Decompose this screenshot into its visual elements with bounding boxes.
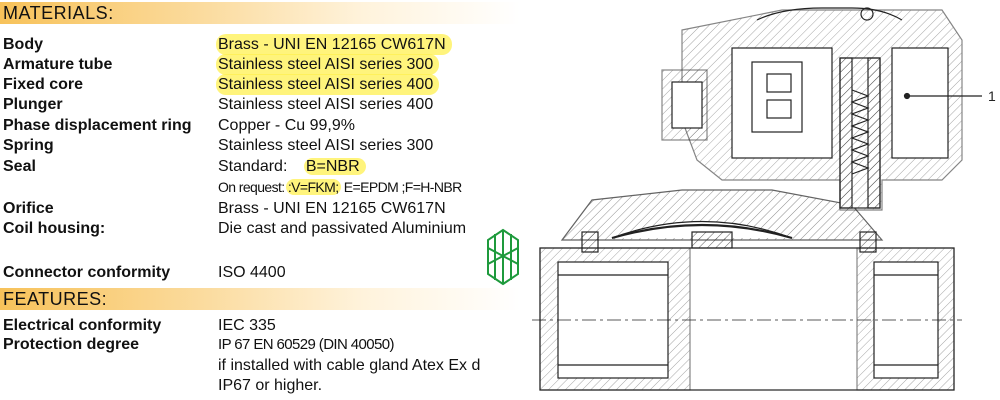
protection-label: Protection degree: [3, 336, 140, 353]
material-label: Body: [3, 36, 43, 53]
material-label: Seal: [3, 158, 36, 175]
materials-heading: MATERIALS:: [3, 3, 114, 23]
material-label: Armature tube: [3, 56, 113, 73]
materials-header-band: MATERIALS:: [0, 2, 520, 24]
material-value: Stainless steel AISI series 300: [218, 137, 434, 154]
material-label: Coil housing:: [3, 220, 106, 237]
connector-label: Connector conformity: [3, 264, 171, 281]
features-header-band: FEATURES:: [0, 288, 520, 310]
material-label: Plunger: [3, 96, 63, 113]
brand-logo: [487, 228, 519, 286]
material-value: Stainless steel AISI series 400: [218, 96, 434, 113]
material-value: Stainless steel AISI series 300: [216, 54, 440, 75]
material-label: Phase displacement ring: [3, 117, 192, 134]
seal-on-request: On request: :V=FKM; E=EPDM ;F=H-NBR: [218, 177, 462, 198]
seal-request-highlight: :V=FKM;: [285, 179, 341, 195]
seal-standard-prefix: Standard:: [218, 158, 288, 175]
protection-line: IP67 or higher.: [218, 377, 323, 394]
seal-request-prefix: On request:: [218, 179, 285, 195]
seal-standard-value: B=NBR: [303, 158, 366, 175]
protection-line: IP 67 EN 60529 (DIN 40050): [218, 336, 395, 353]
material-value: Die cast and passivated Aluminium: [218, 220, 467, 237]
material-label: Orifice: [3, 200, 54, 217]
material-value: Brass - UNI EN 12165 CW617N: [216, 34, 452, 55]
features-heading: FEATURES:: [3, 289, 108, 309]
connector-value: ISO 4400: [218, 264, 286, 281]
electrical-value: IEC 335: [218, 317, 276, 334]
material-value: Copper - Cu 99,9%: [218, 117, 355, 134]
material-value: Stainless steel AISI series 400: [216, 74, 440, 95]
seal-request-rest: E=EPDM ;F=H-NBR: [340, 179, 462, 195]
electrical-label: Electrical conformity: [3, 317, 162, 334]
protection-line: if installed with cable gland Atex Ex d: [218, 357, 481, 374]
material-label: Fixed core: [3, 76, 84, 93]
material-label: Spring: [3, 137, 54, 154]
callout-label: 1: [988, 88, 996, 104]
material-value: Brass - UNI EN 12165 CW617N: [218, 200, 446, 217]
valve-cross-section-drawing: 1: [532, 7, 996, 391]
seal-standard: Standard: B=NBR: [218, 156, 366, 177]
